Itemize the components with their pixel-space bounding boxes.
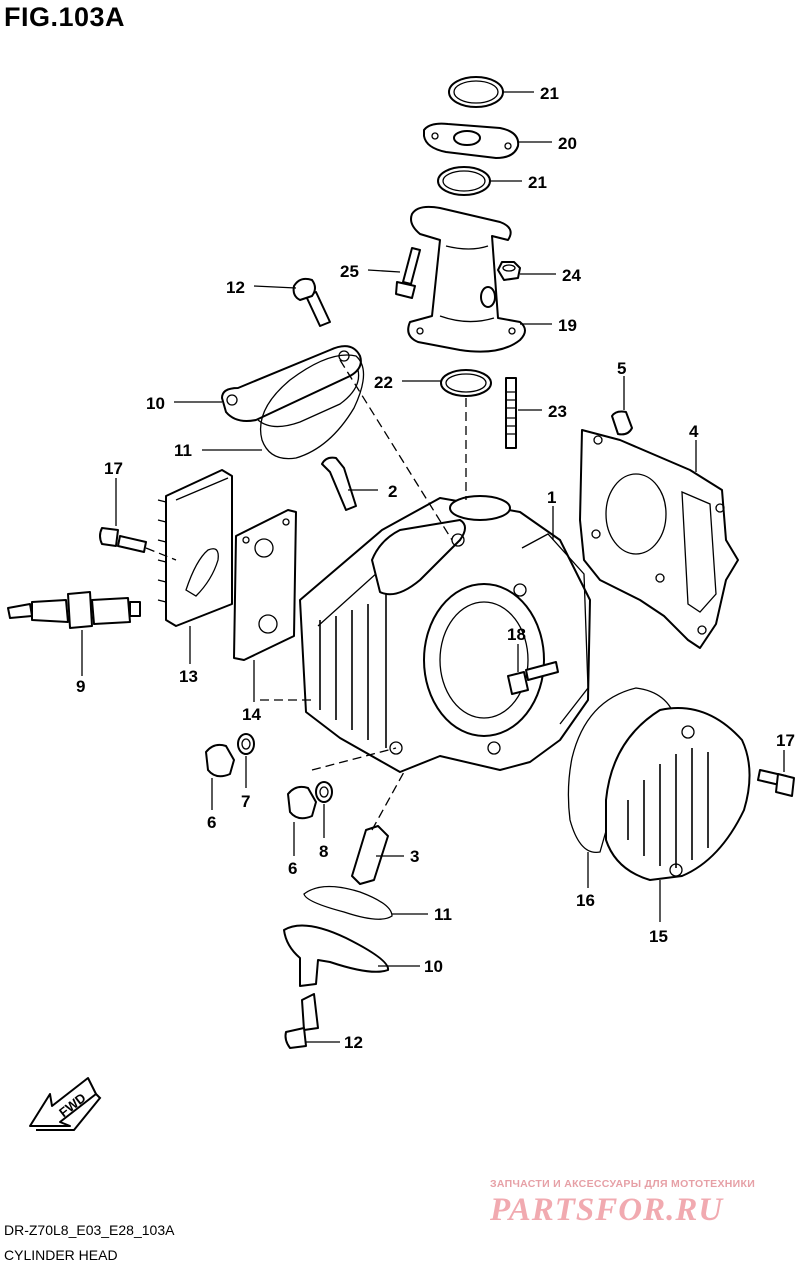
callout-12: 12 [344, 1033, 363, 1052]
callout-7: 7 [241, 792, 250, 811]
callout-4: 4 [689, 422, 699, 441]
callout-22: 22 [374, 373, 393, 392]
gasket-11-top [259, 354, 365, 460]
callout-1: 1 [547, 488, 556, 507]
valve-guide-3 [351, 825, 389, 885]
callout-8: 8 [319, 842, 328, 861]
callout-2: 2 [388, 482, 397, 501]
callout-10: 10 [424, 957, 443, 976]
callout-11: 11 [434, 905, 452, 924]
gasket-11-bottom [303, 885, 393, 920]
watermark-logo: PARTSFOR.RU [490, 1192, 724, 1228]
callout-3: 3 [410, 847, 419, 866]
callout-14: 14 [242, 705, 261, 724]
bolt-12-bottom [284, 993, 319, 1049]
figure-title: FIG.103A [4, 2, 126, 32]
cover-10-bottom [283, 924, 390, 987]
o-ring-22 [440, 369, 492, 397]
washer-8 [315, 781, 333, 803]
callout-21: 21 [528, 173, 547, 192]
figure-name: CYLINDER HEAD [4, 1247, 118, 1263]
leader-lines [81, 91, 785, 1043]
cylinder-head-1 [299, 495, 591, 773]
callout-25: 25 [340, 262, 359, 281]
dowel-pin-5 [611, 410, 633, 436]
alignment-lines [145, 359, 467, 831]
callout-labels: 21 20 21 25 24 19 12 5 22 23 10 4 11 17 … [76, 84, 795, 1052]
callout-17: 17 [104, 459, 123, 478]
side-cover-13 [157, 469, 233, 627]
callout-12: 12 [226, 278, 245, 297]
valve-guide-2 [321, 456, 357, 511]
callout-24: 24 [562, 266, 581, 285]
bolt-12-top [292, 277, 331, 327]
washer-7 [237, 733, 255, 755]
callout-18: 18 [507, 625, 526, 644]
callout-21: 21 [540, 84, 559, 103]
nut-24 [497, 261, 521, 281]
figure-code: DR-Z70L8_E03_E28_103A [4, 1222, 175, 1238]
o-ring-21-top [448, 76, 504, 108]
watermark-tagline: ЗАПЧАСТИ И АКСЕССУАРЫ ДЛЯ МОТОТЕХНИКИ [490, 1178, 756, 1190]
cover-10-top [221, 345, 362, 428]
bolt-17-left [99, 527, 147, 553]
callout-19: 19 [558, 316, 577, 335]
stud-23 [505, 377, 517, 449]
o-ring-21-lower [437, 166, 491, 196]
callout-15: 15 [649, 927, 668, 946]
bolt-18 [507, 661, 559, 695]
callout-10: 10 [146, 394, 165, 413]
callout-6: 6 [207, 813, 216, 832]
callout-9: 9 [76, 677, 85, 696]
callout-6: 6 [288, 859, 297, 878]
head-gasket-4 [579, 429, 739, 649]
forward-arrow-icon: FWD [29, 1077, 102, 1131]
intake-pipe-19 [407, 205, 526, 353]
callout-16: 16 [576, 891, 595, 910]
valve-cover-15 [605, 707, 751, 881]
bolt-25 [395, 247, 421, 299]
spark-plug-9 [7, 591, 141, 629]
cap-6-lower [287, 785, 317, 820]
insulator-plate-20 [423, 122, 520, 159]
callout-13: 13 [179, 667, 198, 686]
bolt-17-right [757, 769, 795, 797]
callout-20: 20 [558, 134, 577, 153]
callout-5: 5 [617, 359, 626, 378]
gasket-14 [233, 509, 297, 661]
callout-11: 11 [174, 441, 192, 460]
cap-6-upper [205, 743, 235, 778]
callout-17: 17 [776, 731, 795, 750]
callout-23: 23 [548, 402, 567, 421]
